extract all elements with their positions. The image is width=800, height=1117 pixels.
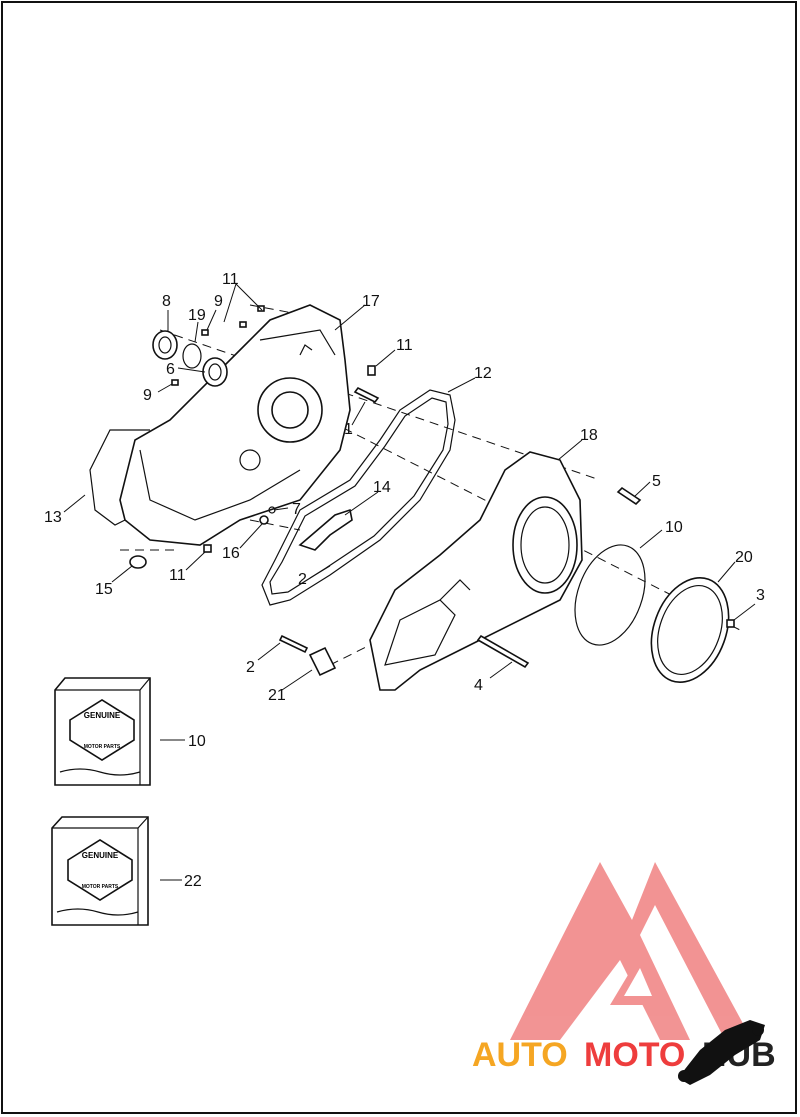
genuine-logo-icon (67, 839, 133, 901)
watermark-text: AUTO MOTO HUB (472, 1020, 776, 1085)
watermark-triangle-icon (510, 862, 752, 1040)
callout-3: 3 (756, 587, 765, 604)
callout-11-top: 11 (222, 271, 239, 288)
bolt-5 (616, 486, 642, 506)
screw-3 (726, 619, 735, 628)
callout-labels: 11 17 8 19 9 6 11 9 12 1 18 5 14 13 7 16… (44, 271, 765, 890)
watermark-text-auto: AUTO (472, 1036, 568, 1074)
derby-cover-20 (650, 576, 730, 684)
part-15 (129, 555, 147, 569)
callout-12: 12 (474, 365, 492, 382)
part-16 (259, 515, 269, 525)
callout-16: 16 (222, 545, 240, 562)
callout-5: 5 (652, 473, 661, 490)
callout-10-package: 10 (188, 733, 206, 750)
automotohub-watermark (510, 862, 752, 1040)
callout-21: 21 (268, 687, 286, 704)
callout-4: 4 (474, 677, 483, 694)
logo-text-top: GENUINE (82, 851, 119, 860)
spacer-21 (308, 646, 337, 677)
gasket-12 (261, 389, 456, 606)
o-ring-10 (574, 544, 646, 646)
watermark-text-moto: MOTO (584, 1036, 685, 1074)
callout-11-bottom: 11 (169, 567, 186, 584)
inner-primary-housing (119, 304, 351, 546)
bolt-2-lower (278, 634, 309, 654)
motorcycle-icon (678, 1020, 765, 1085)
package-22: GENUINE MOTOR PARTS (51, 816, 149, 926)
callout-2-upper: 2 (298, 571, 307, 588)
callout-22: 22 (184, 873, 202, 890)
tensioner-14 (298, 508, 353, 551)
callout-13: 13 (44, 509, 62, 526)
callout-20: 20 (735, 549, 753, 566)
callout-15: 15 (95, 581, 113, 598)
callout-18: 18 (580, 427, 598, 444)
logo-text-bottom: MOTOR PARTS (82, 884, 119, 890)
gasket-13 (89, 429, 150, 526)
callout-7: 7 (292, 501, 301, 518)
callout-17: 17 (362, 293, 380, 310)
genuine-logo-icon (69, 699, 135, 761)
callout-2-lower: 2 (246, 659, 255, 676)
package-10: GENUINE MOTOR PARTS (54, 677, 151, 786)
callout-9-left: 9 (143, 387, 152, 404)
callout-10-ring: 10 (665, 519, 683, 536)
logo-text-top: GENUINE (84, 711, 121, 720)
callout-9-top: 9 (214, 293, 223, 310)
bolt-1 (353, 386, 380, 404)
gasket-12-inner (269, 397, 449, 595)
callout-8: 8 (162, 293, 171, 310)
leader-lines (63, 283, 756, 881)
callout-14: 14 (373, 479, 391, 496)
logo-text-bottom: MOTOR PARTS (84, 744, 121, 750)
callout-1: 1 (344, 421, 353, 438)
bolt-4 (476, 634, 530, 669)
callout-11-right: 11 (396, 337, 413, 354)
callout-6: 6 (166, 361, 175, 378)
seal-ring-bearing (152, 330, 228, 387)
callout-19: 19 (188, 307, 206, 324)
outer-primary-cover (369, 451, 583, 691)
